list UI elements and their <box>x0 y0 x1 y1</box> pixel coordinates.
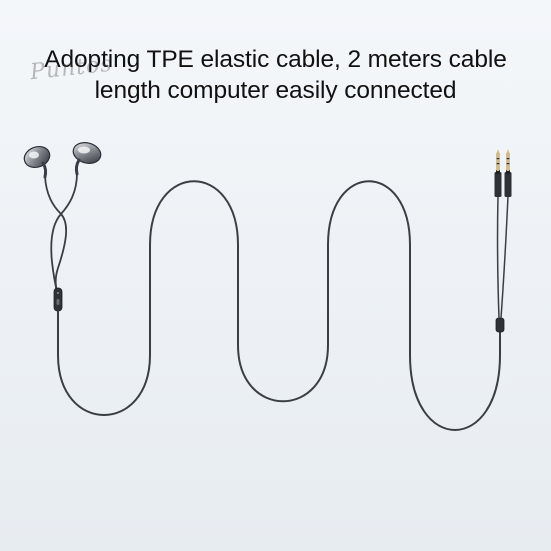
left-earbud-wire <box>44 175 68 297</box>
headline: Adopting TPE elastic cable, 2 meters cab… <box>0 44 551 106</box>
right-earbud-icon <box>72 142 102 176</box>
right-earbud-wire <box>50 172 78 297</box>
main-cable <box>57 180 501 431</box>
audio-jack-icon <box>494 149 502 197</box>
audio-jack-icon <box>504 149 512 197</box>
cable-splitter <box>495 317 505 333</box>
headline-line-1: Adopting TPE elastic cable, 2 meters cab… <box>44 46 507 73</box>
headline-line-2: length computer easily connected <box>94 77 457 104</box>
microphone-icon <box>53 287 63 312</box>
split-wire-left <box>496 195 500 319</box>
left-earbud-icon <box>23 146 51 179</box>
split-wire-right <box>500 195 509 319</box>
